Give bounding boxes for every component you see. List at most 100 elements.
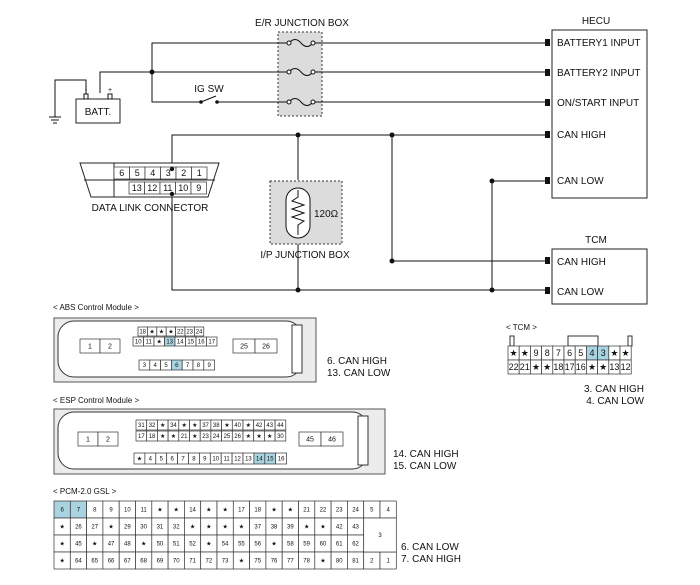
tcm-pin: ★ (541, 359, 554, 375)
svg-text:54: 54 (222, 542, 229, 548)
svg-text:7: 7 (556, 348, 561, 358)
svg-text:★: ★ (174, 507, 179, 514)
dlc-pin: 13 (128, 181, 145, 195)
abs-pin: ★ (156, 326, 167, 337)
abs-pin: 15 (185, 336, 197, 347)
svg-text:★: ★ (222, 507, 227, 514)
pcm-pin: ★ (314, 551, 332, 570)
pcm-pin: 11 (135, 500, 153, 519)
svg-text:23: 23 (186, 330, 193, 336)
abs-pin: 24 (194, 326, 205, 337)
pcm-pin: ★ (232, 517, 250, 536)
tcm-pin: 8 (541, 345, 554, 361)
esp-pin: 11 (220, 452, 233, 465)
fuse-icon (286, 39, 316, 47)
svg-text:11: 11 (141, 508, 148, 514)
svg-text:21: 21 (520, 362, 530, 372)
svg-text:13: 13 (245, 457, 252, 463)
svg-text:★: ★ (543, 362, 551, 372)
svg-text:BATTERY2 INPUT: BATTERY2 INPUT (557, 68, 641, 79)
svg-text:22: 22 (509, 362, 519, 372)
esp-pin: 32 (146, 419, 158, 431)
svg-text:5: 5 (578, 348, 583, 358)
tcm-pin: 17 (563, 359, 576, 375)
esp-pin: 43 (264, 419, 276, 431)
esp-pin: 18 (146, 430, 158, 442)
esp-pin: 42 (253, 419, 265, 431)
pcm-pin: 5 (363, 500, 381, 519)
svg-text:★: ★ (246, 422, 251, 429)
svg-text:43: 43 (266, 423, 273, 429)
esp-pin: ★ (221, 419, 233, 431)
abs-pin: 17 (206, 336, 218, 347)
esp-pin: 16 (275, 452, 287, 465)
esp-pin: 44 (274, 419, 287, 431)
hecu-pin-on-start: ON/START INPUT (545, 98, 639, 109)
pcm-pin: 31 (151, 517, 169, 536)
pcm-pin: ★ (53, 551, 71, 570)
pcm-pin: 23 (330, 500, 348, 519)
svg-text:26: 26 (234, 434, 241, 440)
tcm-pin-can-low: CAN LOW (557, 287, 604, 298)
abs-pin: 10 (132, 336, 144, 347)
pcm-pin: 80 (330, 551, 348, 570)
esp-note-2: 15. CAN LOW (393, 461, 457, 472)
svg-text:48: 48 (124, 542, 131, 548)
svg-text:17: 17 (238, 508, 245, 514)
svg-text:★: ★ (159, 329, 164, 336)
pcm-pin: 50 (151, 534, 169, 553)
svg-text:68: 68 (140, 559, 147, 565)
tcm-pin: ★ (586, 359, 598, 375)
wire-battery1 (151, 42, 287, 72)
ground-wire (54, 79, 87, 117)
svg-text:★: ★ (239, 524, 244, 531)
svg-text:10: 10 (124, 508, 131, 514)
svg-text:★: ★ (239, 558, 244, 565)
svg-text:★: ★ (304, 524, 309, 531)
pcm-pin: 69 (151, 551, 169, 570)
pcm-pin: ★ (151, 500, 169, 519)
hecu-pin-battery2: BATTERY2 INPUT (545, 68, 641, 79)
svg-text:10: 10 (212, 457, 219, 463)
svg-text:★: ★ (320, 524, 325, 531)
pcm-pin: ★ (135, 534, 153, 553)
svg-text:38: 38 (271, 525, 278, 531)
dlc-pin: 9 (190, 181, 207, 195)
pcm-pin: ★ (298, 517, 316, 536)
svg-text:★: ★ (92, 541, 97, 548)
svg-text:18: 18 (553, 362, 563, 372)
abs-note-1: 6. CAN HIGH (327, 356, 387, 367)
svg-text:5: 5 (135, 168, 140, 178)
tcm-title: TCM (585, 235, 607, 246)
svg-text:23: 23 (336, 508, 343, 514)
svg-text:12: 12 (147, 183, 157, 193)
pcm-pin: 59 (298, 534, 316, 553)
ig-switch-label: IG SW (194, 84, 224, 95)
svg-text:7: 7 (186, 363, 190, 369)
pcm-pin: ★ (184, 517, 202, 536)
hecu-title: HECU (582, 16, 610, 27)
pcm-pin: 14 (184, 500, 202, 519)
esp-pin: 6 (166, 452, 178, 465)
svg-text:26: 26 (262, 344, 270, 351)
svg-text:★: ★ (224, 422, 229, 429)
dlc-pin: 12 (144, 181, 161, 195)
svg-text:★: ★ (599, 362, 607, 372)
svg-text:29: 29 (124, 525, 131, 531)
svg-text:72: 72 (206, 559, 213, 565)
svg-text:★: ★ (320, 558, 325, 565)
tcm-pin: ★ (608, 345, 621, 361)
tcm-pin-can-high: CAN HIGH (557, 257, 606, 268)
pcm-connector-title: < PCM-2.0 GSL > (53, 487, 117, 496)
pcm-pin: 37 (249, 517, 267, 536)
pcm-pin: 6 (53, 500, 71, 519)
svg-text:39: 39 (287, 525, 294, 531)
abs-module-title: < ABS Control Module > (53, 303, 139, 312)
svg-text:★: ★ (256, 433, 261, 440)
pcm-pin: 2 (363, 551, 381, 570)
pcm-pin: 68 (135, 551, 153, 570)
svg-text:3: 3 (166, 168, 171, 178)
esp-pin: ★ (264, 430, 276, 442)
svg-text:7: 7 (77, 508, 81, 514)
